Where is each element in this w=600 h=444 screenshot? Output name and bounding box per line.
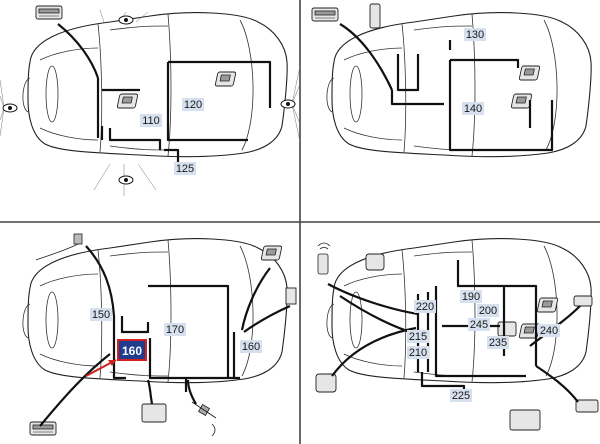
svg-text:210: 210 bbox=[409, 347, 427, 359]
callout-245: 245 bbox=[468, 318, 490, 331]
callout-150: 150 bbox=[90, 308, 112, 321]
panel-antenna-gps bbox=[22, 233, 297, 437]
callout-225: 225 bbox=[450, 389, 472, 402]
callout-200: 200 bbox=[477, 304, 499, 317]
callout-215: 215 bbox=[407, 330, 429, 343]
svg-text:245: 245 bbox=[470, 319, 488, 331]
callout-235: 235 bbox=[487, 336, 509, 349]
svg-text:190: 190 bbox=[462, 291, 480, 303]
callout-160: 160 bbox=[122, 344, 142, 358]
control-module-icon bbox=[311, 3, 541, 109]
svg-text:240: 240 bbox=[540, 325, 558, 337]
svg-text:235: 235 bbox=[489, 337, 507, 349]
svg-text:200: 200 bbox=[479, 305, 497, 317]
gps-satellite-icon bbox=[191, 401, 217, 437]
callout-125: 125 bbox=[174, 162, 196, 175]
callout-120: 120 bbox=[182, 98, 204, 111]
svg-text:110: 110 bbox=[142, 115, 160, 127]
antenna-icon bbox=[35, 233, 83, 261]
control-module-icon bbox=[29, 245, 297, 436]
callout-210: 210 bbox=[407, 346, 429, 359]
highlight-callout: 160 bbox=[117, 339, 147, 361]
svg-text:215: 215 bbox=[409, 331, 427, 343]
car-outline bbox=[22, 12, 288, 158]
callout-140: 140 bbox=[462, 102, 484, 115]
callout-160: 160 bbox=[240, 340, 262, 353]
callout-240: 240 bbox=[538, 324, 560, 337]
svg-text:120: 120 bbox=[184, 99, 202, 111]
svg-text:225: 225 bbox=[452, 390, 470, 402]
svg-text:140: 140 bbox=[464, 103, 482, 115]
svg-text:125: 125 bbox=[176, 163, 194, 175]
svg-text:220: 220 bbox=[416, 301, 434, 313]
control-module-icon bbox=[35, 5, 237, 109]
callout-190: 190 bbox=[460, 290, 482, 303]
callout-220: 220 bbox=[414, 300, 436, 313]
callout-130: 130 bbox=[464, 28, 486, 41]
panel-trunk-harness bbox=[311, 3, 592, 158]
svg-text:170: 170 bbox=[166, 324, 184, 336]
panel-camera-system bbox=[0, 5, 301, 196]
svg-text:130: 130 bbox=[466, 29, 484, 41]
callout-170: 170 bbox=[164, 323, 186, 336]
callout-labels: 110 120 125 130 140 150 160 170 190 200 210 215 220 2… bbox=[90, 28, 560, 402]
svg-text:160: 160 bbox=[242, 341, 260, 353]
svg-text:150: 150 bbox=[92, 309, 110, 321]
remote-key-icon bbox=[317, 242, 331, 275]
camera-eye-icon bbox=[2, 15, 296, 185]
camera-fields bbox=[0, 9, 301, 196]
callout-110: 110 bbox=[140, 114, 162, 127]
sensor-icon bbox=[315, 253, 599, 431]
